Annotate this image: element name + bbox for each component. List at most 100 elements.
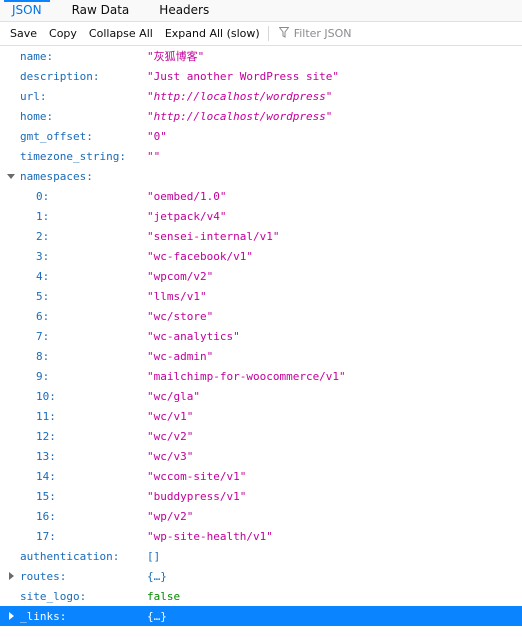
json-value: "buddypress/v1" <box>147 489 247 503</box>
json-key: home: <box>20 109 54 123</box>
collapsed-triangle-icon[interactable] <box>7 612 15 620</box>
json-row[interactable]: 4: "wpcom/v2" <box>0 266 522 286</box>
json-value: [] <box>147 549 161 563</box>
json-key: description: <box>20 69 100 83</box>
json-key: site_logo: <box>20 589 87 603</box>
json-row[interactable]: 9: "mailchimp-for-woocommerce/v1" <box>0 366 522 386</box>
json-row[interactable]: site_logo: false <box>0 586 522 606</box>
json-row[interactable]: url: "http://localhost/wordpress" <box>0 86 522 106</box>
json-key: 16: <box>36 509 56 523</box>
json-row[interactable]: 5: "llms/v1" <box>0 286 522 306</box>
json-key: routes: <box>20 569 67 583</box>
json-value: "mailchimp-for-woocommerce/v1" <box>147 369 346 383</box>
json-row[interactable]: 13: "wc/v3" <box>0 446 522 466</box>
json-value: "wc/v2" <box>147 429 194 443</box>
tab-raw-data[interactable]: Raw Data <box>71 3 130 17</box>
json-value: "wccom-site/v1" <box>147 469 247 483</box>
json-value: "jetpack/v4" <box>147 209 227 223</box>
json-row[interactable]: home: "http://localhost/wordpress" <box>0 106 522 126</box>
json-value: "wp-site-health/v1" <box>147 529 273 543</box>
json-value: "wc/store" <box>147 309 214 323</box>
json-key: 3: <box>36 249 50 263</box>
json-value: "Just another WordPress site" <box>147 69 340 83</box>
expand-all-button[interactable]: Expand All (slow) <box>164 27 260 40</box>
json-value: false <box>147 589 181 603</box>
json-key: 14: <box>36 469 56 483</box>
toolbar-divider <box>267 26 269 41</box>
json-tree: name: "灰狐博客" description: "Just another Wor… <box>0 46 522 626</box>
filter-icon <box>278 26 294 41</box>
json-value: {…} <box>147 569 167 583</box>
json-value: "http://localhost/wordpress" <box>147 89 333 103</box>
json-row[interactable]: 7: "wc-analytics" <box>0 326 522 346</box>
json-value: "wp/v2" <box>147 509 194 523</box>
json-value: "sensei-internal/v1" <box>147 229 280 243</box>
json-key: timezone_string: <box>20 149 126 163</box>
json-key: url: <box>20 89 47 103</box>
filter-json-input[interactable]: Filter JSON <box>273 26 352 41</box>
json-key: authentication: <box>20 549 120 563</box>
json-value: {…} <box>147 609 167 623</box>
json-key: 13: <box>36 449 56 463</box>
json-row[interactable]: 11: "wc/v1" <box>0 406 522 426</box>
json-key: _links: <box>20 609 67 623</box>
json-row[interactable]: 1: "jetpack/v4" <box>0 206 522 226</box>
json-row[interactable]: timezone_string: "" <box>0 146 522 166</box>
json-key: 10: <box>36 389 56 403</box>
json-row[interactable]: 14: "wccom-site/v1" <box>0 466 522 486</box>
filter-placeholder: Filter JSON <box>293 27 352 40</box>
json-row[interactable]: 6: "wc/store" <box>0 306 522 326</box>
json-key: 1: <box>36 209 50 223</box>
json-row[interactable]: gmt_offset:"0" <box>0 126 522 146</box>
json-key: 6: <box>36 309 50 323</box>
json-key: name: <box>20 49 54 63</box>
json-key: 4: <box>36 269 50 283</box>
json-key: 8: <box>36 349 50 363</box>
tab-bar: JSON Raw Data Headers <box>0 0 522 22</box>
json-key: 5: <box>36 289 50 303</box>
json-key: 11: <box>36 409 56 423</box>
json-row[interactable]: 12: "wc/v2" <box>0 426 522 446</box>
json-value: "llms/v1" <box>147 289 207 303</box>
json-row[interactable]: 16: "wp/v2" <box>0 506 522 526</box>
json-value: "灰狐博客" <box>147 50 205 63</box>
json-row[interactable]: 17: "wp-site-health/v1" <box>0 526 522 546</box>
json-row[interactable]: 2: "sensei-internal/v1" <box>0 226 522 246</box>
json-value: "wc-admin" <box>147 349 214 363</box>
json-value: "wc/v1" <box>147 409 194 423</box>
json-key: namespaces: <box>20 169 93 183</box>
json-value: "wpcom/v2" <box>147 269 214 283</box>
json-row[interactable]: name: "灰狐博客" <box>0 46 522 66</box>
json-value: "wc/v3" <box>147 449 194 463</box>
json-key: 12: <box>36 429 56 443</box>
json-key: 17: <box>36 529 56 543</box>
json-key: 0: <box>36 189 50 203</box>
json-key: 15: <box>36 489 56 503</box>
json-key: 9: <box>36 369 50 383</box>
json-row[interactable]: authentication: [] <box>0 546 522 566</box>
json-value: "wc-analytics" <box>147 329 240 343</box>
json-row[interactable]: _links: {…} <box>0 606 522 626</box>
json-value: "http://localhost/wordpress" <box>147 109 333 123</box>
json-key: 2: <box>36 229 50 243</box>
json-value: "wc-facebook/v1" <box>147 249 253 263</box>
tab-headers[interactable]: Headers <box>159 3 210 17</box>
json-row[interactable]: 10: "wc/gla" <box>0 386 522 406</box>
json-key: 7: <box>36 329 50 343</box>
json-value: "wc/gla" <box>147 389 200 403</box>
json-value: "0" <box>147 129 167 143</box>
json-row[interactable]: 8: "wc-admin" <box>0 346 522 366</box>
collapse-all-button[interactable]: Collapse All <box>88 27 153 40</box>
tab-json[interactable]: JSON <box>4 0 50 21</box>
json-row[interactable]: 0:"oembed/1.0" <box>0 186 522 206</box>
json-row[interactable]: 3: "wc-facebook/v1" <box>0 246 522 266</box>
expanded-triangle-icon[interactable] <box>7 172 15 180</box>
save-button[interactable]: Save <box>10 27 38 40</box>
copy-button[interactable]: Copy <box>49 27 77 40</box>
json-row[interactable]: routes: {…} <box>0 566 522 586</box>
collapsed-triangle-icon[interactable] <box>7 572 15 580</box>
json-value: "" <box>147 149 161 163</box>
json-row[interactable]: description: "Just another WordPress site… <box>0 66 522 86</box>
json-row[interactable]: namespaces: <box>0 166 522 186</box>
json-row[interactable]: 15: "buddypress/v1" <box>0 486 522 506</box>
